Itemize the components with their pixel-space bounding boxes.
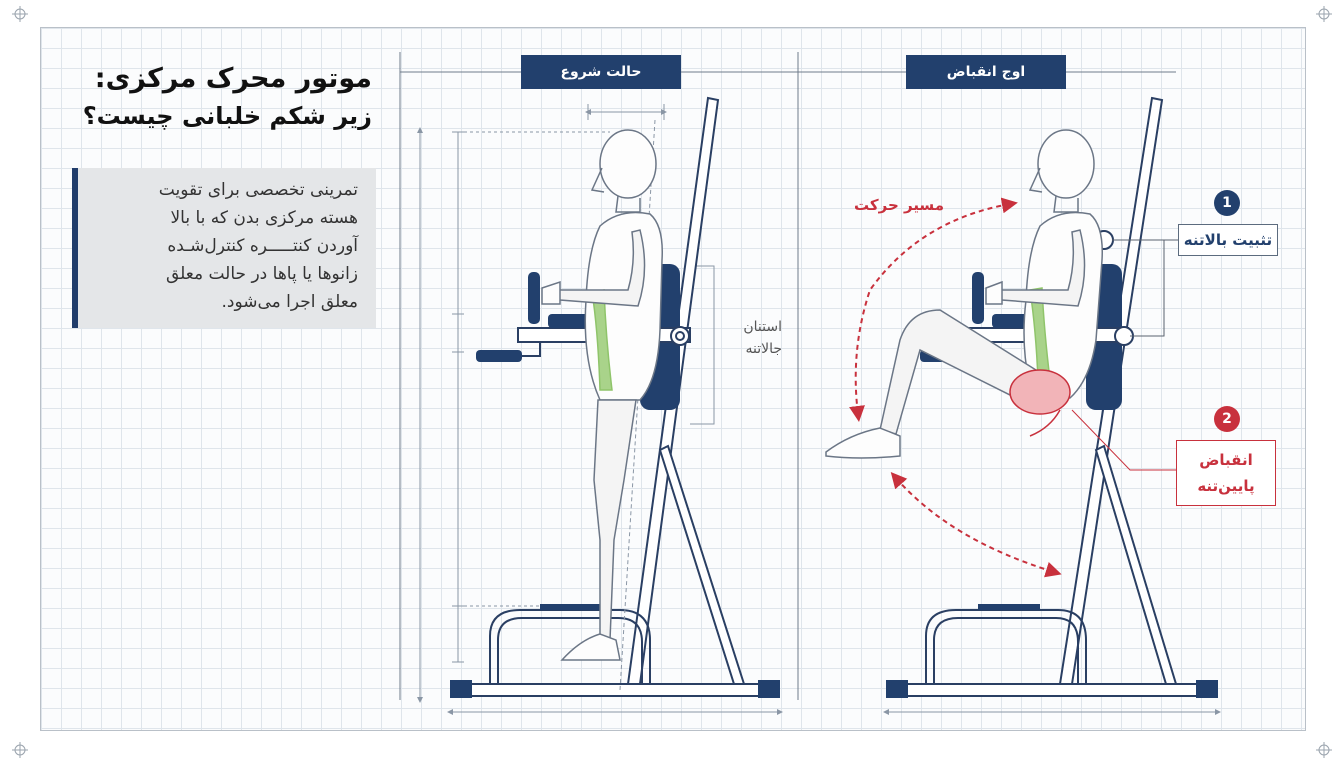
lower-callout-line-1: انقباض [1199,451,1253,469]
description-line: زانوها یا پاها در حالت معلق [165,264,358,284]
upper-callout-text: تثبیت بالاتنه [1183,231,1273,249]
registration-mark-icon [12,6,28,22]
description-panel: تمرینی تخصصی برای تقویت هسته مرکزی بدن ک… [72,168,376,328]
lower-callout-line-2: پایین‌تنه [1197,477,1255,495]
start-position-header: حالت شروع [521,55,681,89]
motion-path-arrows [849,197,1062,578]
callout-leaders [1071,239,1180,471]
title-line-1: موتور محرک مرکزی: [94,63,372,94]
callout-number-badge: 2 [1214,406,1240,432]
support-label: استنان جالاتنه [716,316,782,360]
description-line: تمرینی تخصصی برای تقویت [158,180,358,200]
motion-path-label: مسیر حرکت [854,196,944,214]
description-line: آوردن کنتـــــره کنترل‌شـده [167,236,358,256]
page-title: موتور محرک مرکزی: زیر شکم خلبانی چیست؟ [60,60,372,134]
description-line: هسته مرکزی بدن که با بالا [170,208,358,228]
dimension-lines [417,104,1221,715]
start-position-figure [541,129,663,661]
upper-body-stabilization-callout: تثبیت بالاتنه [1178,224,1278,256]
registration-mark-icon [1316,6,1332,22]
callout-number-badge: 1 [1214,190,1240,216]
peak-position-figure [825,129,1103,459]
title-line-2: زیر شکم خلبانی چیست؟ [82,102,372,130]
registration-mark-icon [12,742,28,758]
registration-mark-icon [1316,742,1332,758]
peak-position-header: اوج انقباض [906,55,1066,89]
support-label-line-2: جالاتنه [745,341,782,357]
support-label-line-1: استنان [743,319,782,335]
description-line: معلق اجرا می‌شود. [221,292,358,312]
lower-body-contraction-callout: انقباض پایین‌تنه [1176,440,1276,506]
